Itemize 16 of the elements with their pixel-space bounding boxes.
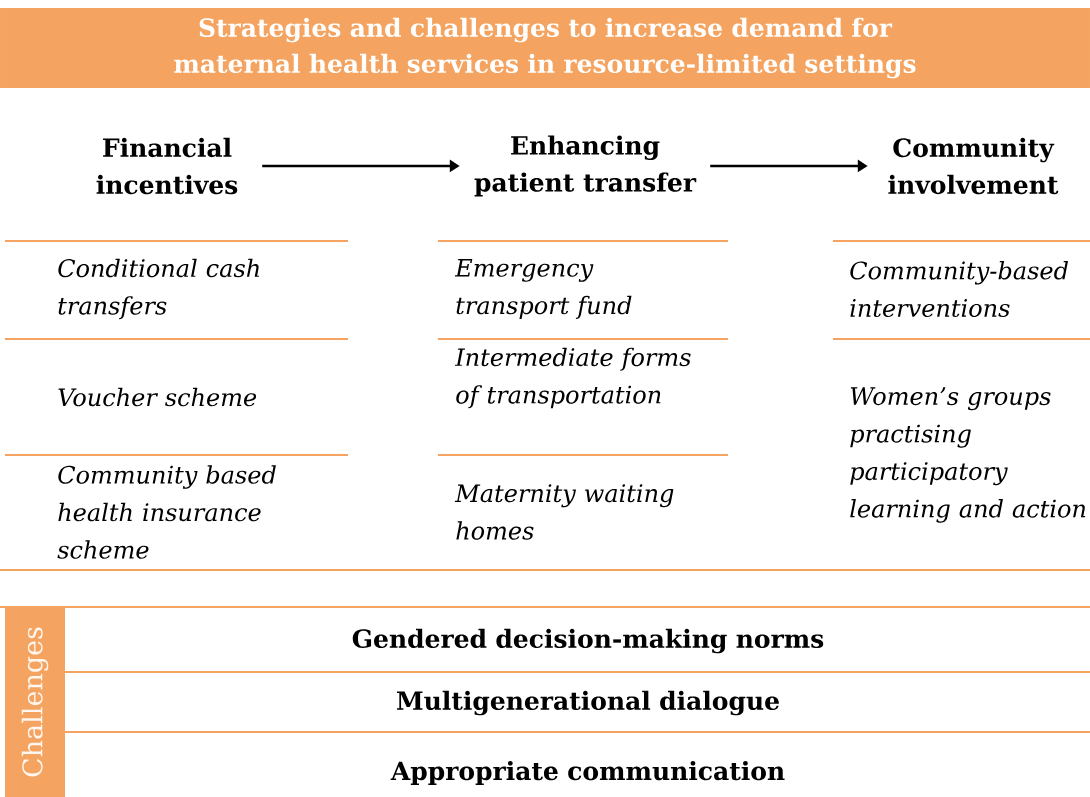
challenge-row: Multigenerational dialogue: [397, 690, 779, 716]
list-item: Conditional cash transfers: [58, 258, 259, 320]
challenge-row: Appropriate communication: [390, 760, 785, 786]
side-band: Challenges: [5, 607, 65, 797]
list-item: Intermediate forms of transportation: [454, 347, 691, 409]
column-heading: Community involvement: [888, 137, 1059, 195]
column-heading: Enhancing patient transfer: [474, 135, 697, 197]
title-band: Strategies and challenges to increase demand for maternal health services in resource-limited settings: [0, 8, 1090, 88]
column-heading: Financial incentives: [96, 137, 238, 195]
challenge-row: Gendered decision-making norms: [352, 628, 824, 654]
list-item: Emergency transport fund: [454, 259, 632, 319]
list-item: Voucher scheme: [58, 387, 257, 407]
list-item: Maternity waiting homes: [454, 484, 674, 540]
list-item: Women’s groups practising participatory learning and action: [850, 387, 1086, 523]
list-item: Community based health insurance scheme: [57, 465, 276, 559]
list-item: Community-based interventions: [850, 260, 1068, 318]
